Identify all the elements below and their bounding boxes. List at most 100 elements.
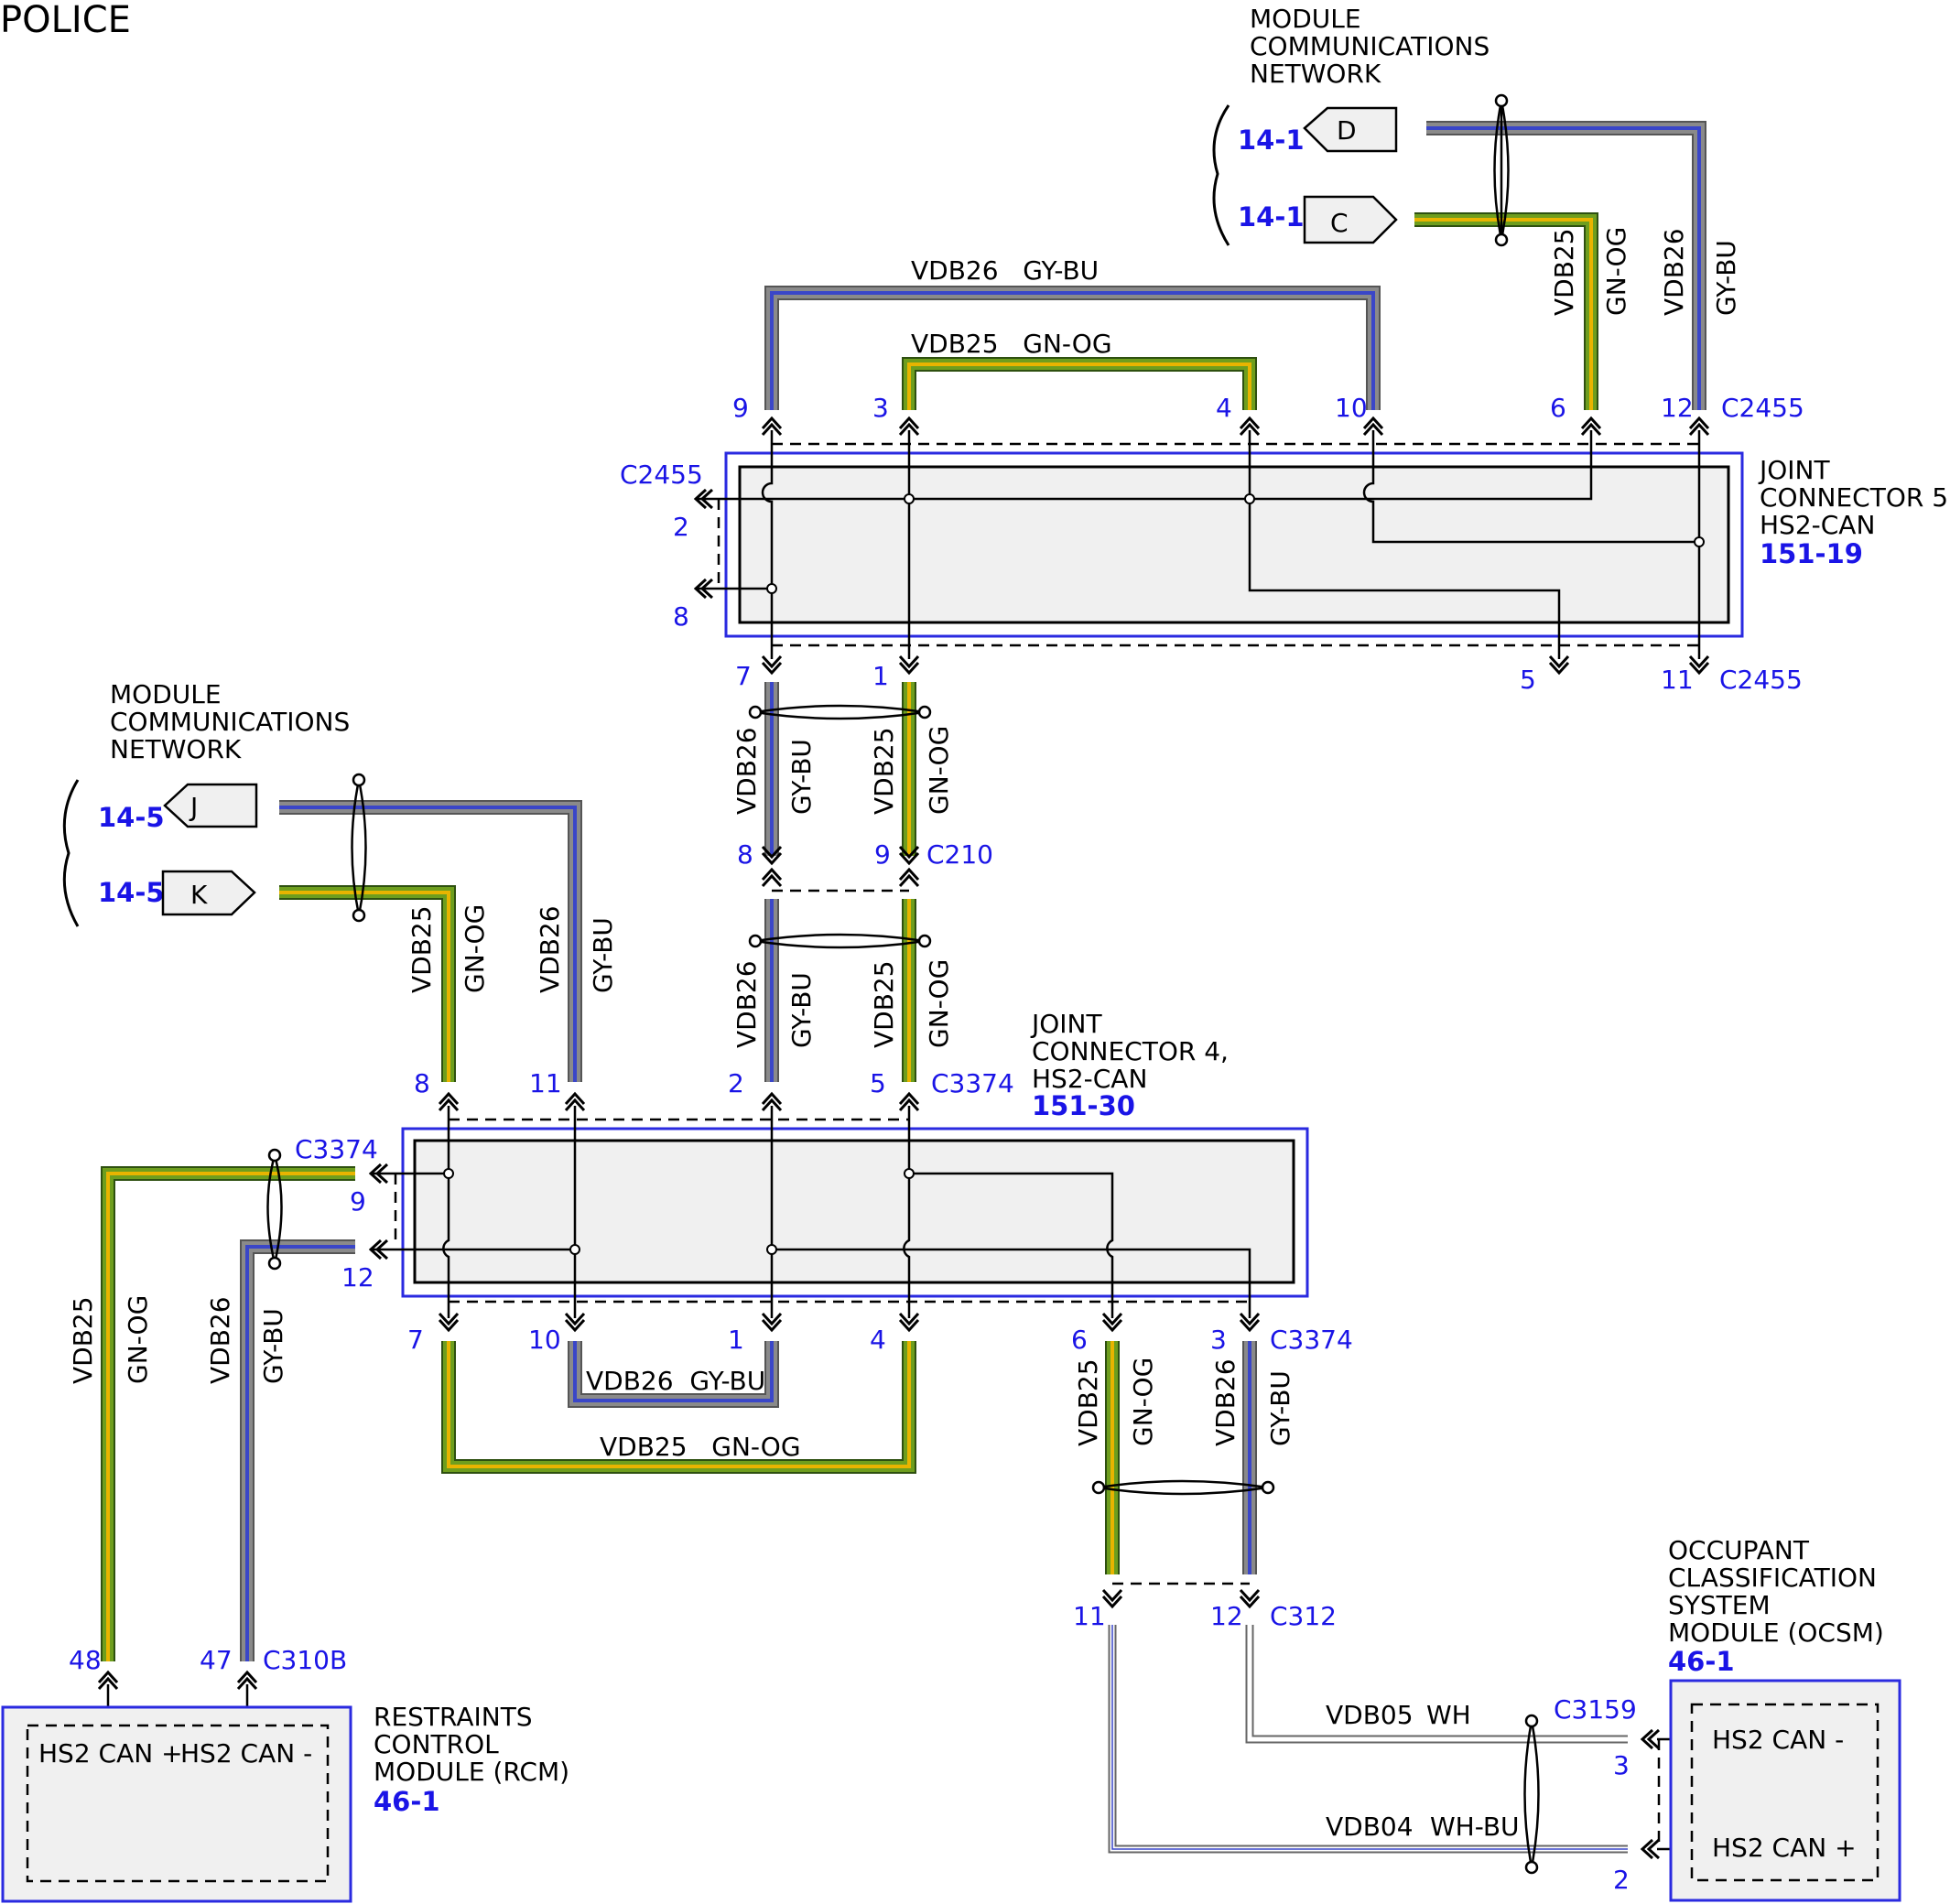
wire-label-jc5-loop26: VDB26 GY-BU	[911, 255, 1099, 286]
wire-label-gybu-tr: GY-BU	[1711, 240, 1741, 316]
jc4-pin-11: 11	[529, 1068, 562, 1098]
mcn-top: MODULE COMMUNICATIONS NETWORK 14-1 14-1 …	[1212, 4, 1490, 246]
jc4-pin-5: 5	[870, 1068, 886, 1098]
ocsm-connector[interactable]: C3159	[1554, 1694, 1637, 1725]
jc5-connector-left[interactable]: C2455	[620, 460, 703, 490]
wires	[101, 121, 1706, 1854]
pin-flag-d-label: D	[1337, 115, 1357, 146]
jc5-pin-2: 2	[673, 512, 689, 542]
jc5-pin-7: 7	[735, 661, 752, 691]
jc5-connector-bottom[interactable]: C2455	[1719, 665, 1803, 695]
wire-label-wh: WH	[1426, 1700, 1471, 1730]
mcn-left-label-2: COMMUNICATIONS	[110, 707, 350, 737]
ocsm-frame	[1669, 1679, 1901, 1902]
jc4-pin-6: 6	[1071, 1325, 1088, 1355]
jc5-title-3: HS2-CAN	[1760, 510, 1875, 540]
jc5-connector-top[interactable]: C2455	[1721, 393, 1804, 423]
jc5-pin-8: 8	[673, 601, 689, 632]
twist-marker-left	[351, 773, 367, 923]
wire-label-gybu-c210u: GY-BU	[786, 739, 817, 815]
rcm-ref[interactable]: 46-1	[374, 1786, 440, 1817]
mcn-top-ref-c[interactable]: 14-1	[1238, 201, 1305, 233]
ocsm-inner	[1690, 1703, 1880, 1882]
wire-label-jc4-loop25: VDB25 GN-OG	[600, 1432, 801, 1462]
rcm-connector[interactable]: C310B	[263, 1645, 347, 1675]
jc5-title-2: CONNECTOR 5,	[1760, 482, 1950, 513]
jc4-pin-3: 3	[1210, 1325, 1227, 1355]
wire-label-gnog-tr: GN-OG	[1601, 227, 1631, 316]
jc5-pin-3: 3	[872, 393, 889, 423]
wire-label-gnog-c210u: GN-OG	[924, 726, 954, 815]
jc4-ref[interactable]: 151-30	[1032, 1090, 1135, 1121]
twist-markers	[266, 93, 1540, 1875]
wire-label-gnog-left: GN-OG	[460, 904, 490, 993]
bracket-top	[1212, 104, 1230, 246]
jc5-pin-12: 12	[1661, 393, 1694, 423]
pin-flag-j	[163, 783, 258, 828]
c210-section: VDB26 GY-BU VDB25 GN-OG 8 9 C210 VDB26 G…	[731, 726, 993, 1048]
ocsm-title-1: OCCUPANT	[1668, 1535, 1810, 1565]
c312-section: VDB25 GN-OG VDB26 GY-BU 11 12 C312 VDB05…	[1073, 1358, 1520, 1842]
pin-flag-d	[1303, 106, 1398, 153]
ocsm-ref[interactable]: 46-1	[1668, 1646, 1735, 1677]
jc4-pin-8: 8	[414, 1068, 430, 1098]
rcm-title-3: MODULE (RCM)	[374, 1757, 569, 1787]
c312-pin-12: 12	[1210, 1601, 1243, 1631]
jc5-pin-6: 6	[1550, 393, 1566, 423]
wh-wires	[1108, 1625, 1628, 1854]
mcn-left: MODULE COMMUNICATIONS NETWORK 14-5 14-5 …	[62, 679, 618, 993]
jc4-connector-bottom[interactable]: C3374	[1270, 1325, 1353, 1355]
pin-flag-j-label: J	[189, 792, 198, 822]
jc5-pin-4: 4	[1216, 393, 1232, 423]
c312-pin-11: 11	[1073, 1601, 1106, 1631]
ocsm-pin-2: 2	[1613, 1865, 1630, 1895]
wire-label-vdb05: VDB05	[1326, 1700, 1414, 1730]
jc5-pin-11: 11	[1661, 665, 1694, 695]
mcn-top-label-2: COMMUNICATIONS	[1250, 31, 1490, 61]
wire-label-vdb26-rcm: VDB26	[205, 1296, 235, 1384]
rcm-pin-48: 48	[69, 1645, 102, 1675]
twist-marker-c210-upper	[748, 704, 932, 720]
rcm-title-2: CONTROL	[374, 1729, 499, 1759]
wire-label-vdb04: VDB04	[1326, 1812, 1414, 1842]
wire-labels-top-right: VDB25 GN-OG VDB26 GY-BU VDB26 GY-BU VDB2…	[911, 227, 1741, 359]
rcm-terminal-plus: HS2 CAN +	[38, 1738, 183, 1769]
wire-label-vdb26-c210l: VDB26	[731, 960, 762, 1048]
joint-connector-4[interactable]: 8 11 2 5 C3374 C3374 9 12 7 10 1 4 6 3 C…	[295, 1009, 1353, 1355]
ocsm-pin-3: 3	[1613, 1750, 1630, 1780]
pin-flag-k-label: K	[190, 880, 208, 910]
jc4-connector-left[interactable]: C3374	[295, 1134, 378, 1164]
jc4-title-1: JOINT	[1030, 1009, 1103, 1039]
wire-label-vdb26-c210u: VDB26	[731, 727, 762, 815]
wire-label-whbu: WH-BU	[1430, 1812, 1520, 1842]
c210-connector[interactable]: C210	[926, 839, 993, 870]
c312-connector[interactable]: C312	[1270, 1601, 1337, 1631]
mcn-left-label-3: NETWORK	[110, 734, 242, 764]
page-label: POLICE	[0, 0, 131, 41]
wire-label-gnog-rcm: GN-OG	[123, 1295, 153, 1384]
twist-marker-c312	[1091, 1479, 1275, 1496]
mcn-left-ref-k[interactable]: 14-5	[98, 877, 165, 908]
ocsm-module[interactable]: OCCUPANT CLASSIFICATION SYSTEM MODULE (O…	[1554, 1535, 1901, 1902]
jc4-pin-9: 9	[350, 1186, 366, 1217]
jc4-connector-top[interactable]: C3374	[931, 1068, 1014, 1098]
twist-marker-rcm	[266, 1148, 283, 1271]
joint-connector-5[interactable]: 9 3 4 10 6 12 C2455 C2455 2 8 7 1 5 11 C…	[620, 393, 1950, 695]
mcn-top-ref-d[interactable]: 14-1	[1238, 124, 1305, 156]
mcn-top-label-3: NETWORK	[1250, 59, 1381, 89]
pin-flag-c-label: C	[1330, 208, 1349, 238]
ocsm-title-4: MODULE (OCSM)	[1668, 1617, 1884, 1648]
jc5-body	[738, 465, 1730, 624]
wire-label-gnog-c312: GN-OG	[1128, 1358, 1158, 1446]
gy-bu-wires	[240, 121, 1706, 1661]
rcm-inner	[26, 1724, 330, 1883]
rcm-terminal-minus: HS2 CAN -	[180, 1738, 312, 1769]
wire-label-gnog-c210l: GN-OG	[924, 959, 954, 1048]
jc5-ref[interactable]: 151-19	[1760, 538, 1863, 569]
wire-label-vdb25-rcm: VDB25	[68, 1296, 98, 1384]
rcm-module[interactable]: 48 47 C310B HS2 CAN + HS2 CAN - RESTRAIN…	[1, 1645, 569, 1903]
jc4-title-3: HS2-CAN	[1032, 1064, 1147, 1094]
wire-label-vdb25-tr: VDB25	[1549, 228, 1579, 316]
mcn-left-ref-j[interactable]: 14-5	[98, 802, 165, 833]
